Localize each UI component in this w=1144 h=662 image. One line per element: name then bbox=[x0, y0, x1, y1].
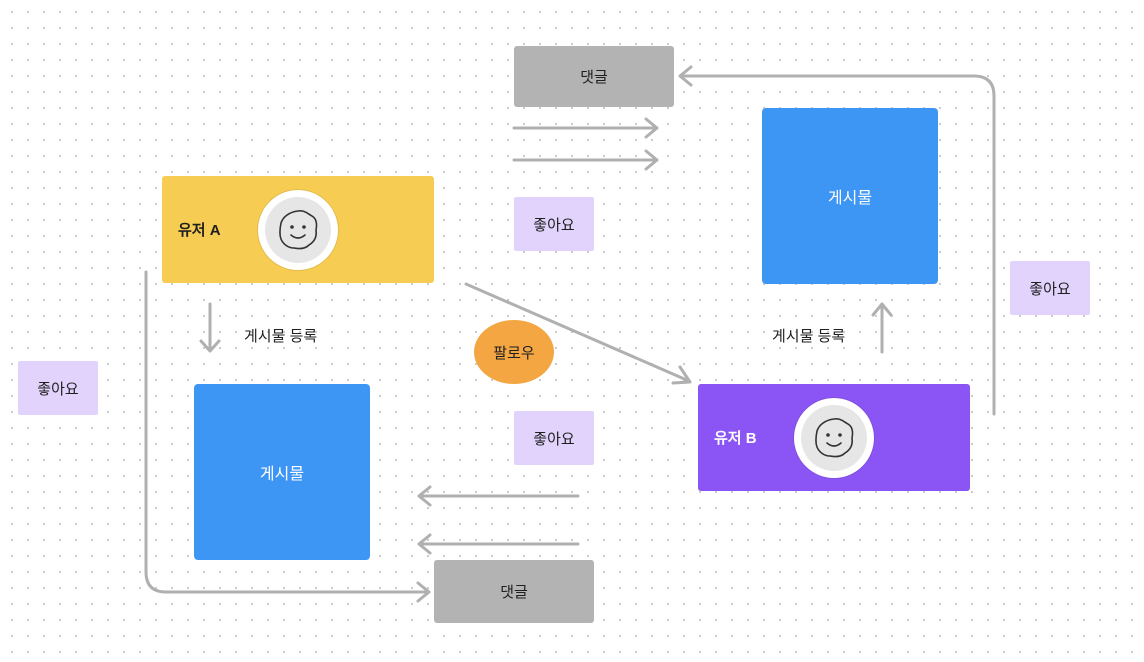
post-label: 게시물 bbox=[259, 466, 305, 483]
smiley-face-icon bbox=[815, 417, 854, 457]
arrow-user-a-to-post bbox=[199, 302, 221, 353]
arrow-top-right-1 bbox=[512, 117, 659, 139]
user-b-label: 유저 B bbox=[714, 430, 757, 447]
arrow-user-b-to-post bbox=[871, 302, 893, 354]
comment-node-top[interactable]: 댓글 bbox=[514, 46, 674, 107]
post-label: 게시물 bbox=[827, 190, 873, 207]
user-a-card[interactable]: 유저 A bbox=[162, 176, 434, 283]
comment-label: 댓글 bbox=[580, 69, 608, 86]
smiley-face-icon bbox=[279, 209, 318, 249]
arrow-top-right-2 bbox=[512, 149, 659, 171]
comment-label: 댓글 bbox=[500, 584, 528, 601]
like-label: 좋아요 bbox=[37, 380, 79, 398]
like-label: 좋아요 bbox=[533, 430, 575, 448]
follow-label: 팔로우 bbox=[493, 344, 535, 362]
like-node-center-bottom[interactable]: 좋아요 bbox=[514, 411, 594, 465]
like-node-left[interactable]: 좋아요 bbox=[18, 361, 98, 415]
avatar bbox=[794, 397, 874, 478]
like-node-right[interactable]: 좋아요 bbox=[1010, 261, 1090, 315]
post-node-user-a[interactable]: 게시물 bbox=[194, 384, 370, 560]
post-node-user-b[interactable]: 게시물 bbox=[762, 108, 938, 284]
like-label: 좋아요 bbox=[1029, 280, 1071, 298]
post-register-label-a: 게시물 등록 bbox=[244, 328, 318, 345]
user-a-label: 유저 A bbox=[178, 222, 221, 239]
arrow-bottom-left-2 bbox=[417, 533, 580, 555]
avatar bbox=[258, 189, 338, 270]
arrow-bottom-left-1 bbox=[417, 485, 580, 507]
like-node-center-top[interactable]: 좋아요 bbox=[514, 197, 594, 251]
comment-node-bottom[interactable]: 댓글 bbox=[434, 560, 594, 623]
post-register-label-b: 게시물 등록 bbox=[772, 328, 846, 345]
user-b-card[interactable]: 유저 B bbox=[698, 384, 970, 491]
like-label: 좋아요 bbox=[533, 216, 575, 234]
follow-node[interactable]: 팔로우 bbox=[474, 320, 554, 384]
